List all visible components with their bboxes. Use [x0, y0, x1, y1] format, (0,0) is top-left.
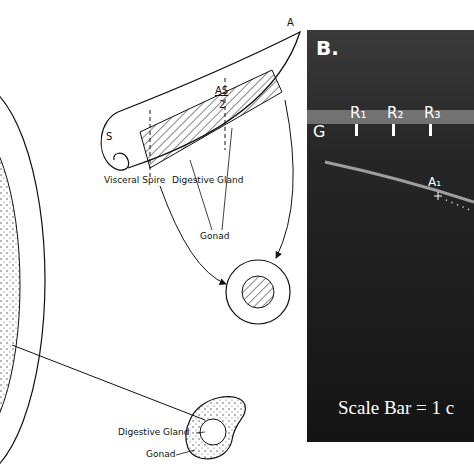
dotted-line — [446, 200, 470, 210]
visceral-spire — [101, 112, 129, 170]
point-label: R₃ — [424, 106, 440, 121]
point-label: A₁ — [428, 176, 441, 188]
cursor-mark — [434, 192, 442, 200]
point-label: S — [106, 132, 112, 142]
part-label: Gonad — [200, 232, 229, 241]
dashed-line — [150, 110, 151, 178]
conch-outline — [118, 32, 300, 168]
scale-text: Scale Bar = 1 c — [338, 398, 454, 417]
echo-streak — [325, 162, 474, 202]
leader-line — [12, 345, 205, 420]
part-label: Visceral Spire — [104, 176, 165, 185]
shell-outline — [0, 80, 45, 474]
part-label: Digestive Gland — [172, 176, 244, 185]
fraction-denominator: 2 — [219, 100, 225, 110]
gland-region — [140, 70, 282, 168]
stippled-tissue — [0, 120, 20, 450]
leader-line — [176, 450, 195, 455]
cross-section — [186, 397, 246, 459]
part-label: Gonad — [146, 450, 175, 459]
cross-section — [226, 260, 290, 324]
point-label: R₁ — [350, 106, 366, 121]
part-label: Digestive Gland — [118, 428, 190, 437]
arrow — [276, 100, 293, 258]
leader-line — [196, 432, 205, 433]
leader-line — [190, 160, 212, 230]
gonad-section — [242, 276, 274, 308]
point-label: A — [287, 18, 294, 28]
ultrasound-image — [307, 30, 474, 442]
layer-label: G — [313, 124, 325, 140]
tick-mark — [355, 124, 358, 136]
panel-label: B. — [316, 38, 339, 58]
point-label: R₂ — [387, 106, 403, 121]
fraction-numerator: AS — [215, 86, 228, 96]
tick-mark — [429, 124, 432, 136]
tick-mark — [392, 124, 395, 136]
